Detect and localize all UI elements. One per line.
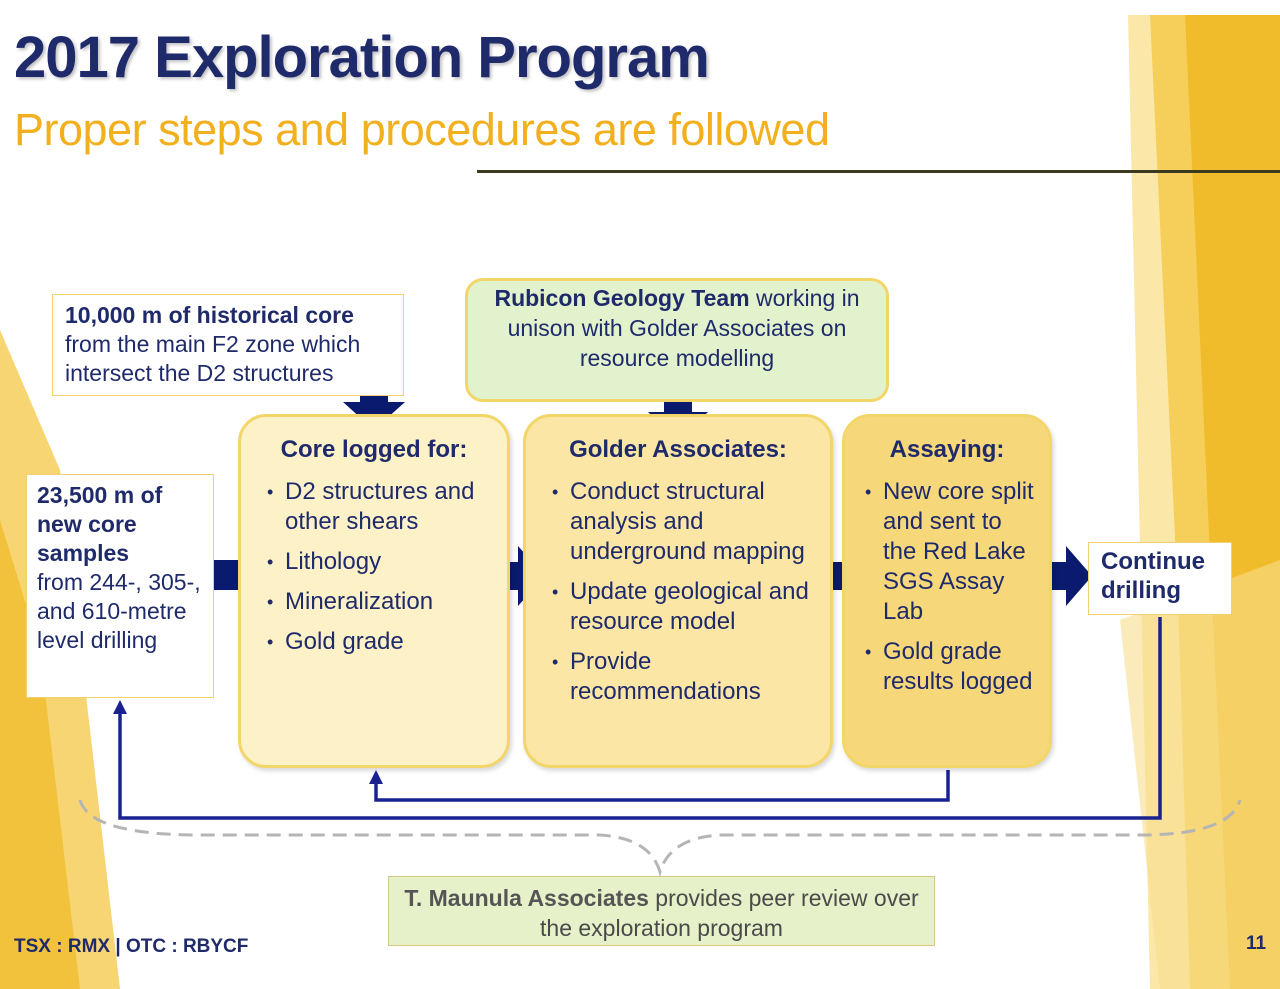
list-item: Lithology [267,547,493,577]
title-divider [477,170,1280,173]
assaying-card: Assaying: New core split and sent to the… [842,414,1052,768]
page-number: 11 [1246,933,1267,954]
new-core-note: 23,500 m of new core samples from 244-, … [26,474,214,698]
footer-rmx: RMX [67,936,111,957]
rubicon-team-box: Rubicon Geology Team working in unison w… [465,278,889,402]
historical-core-bold: 10,000 m of historical core [65,302,354,328]
footer-sep: | [110,936,126,957]
rubicon-text: working in unison with Golder Associates… [507,285,860,371]
assaying-heading: Assaying: [889,436,1005,463]
peer-review-box: T. Maunula Associates provides peer revi… [388,876,935,946]
maunula-bold: T. Maunula Associates [404,885,649,911]
maunula-text: provides peer review over the exploratio… [540,885,919,941]
assaying-list: New core split and sent to the Red Lake … [845,477,1049,697]
feedback-loop-lines [118,617,1162,820]
core-logged-heading: Core logged for: [280,436,468,463]
list-item: Update geological and resource model [552,577,816,637]
historical-core-note: 10,000 m of historical core from the mai… [52,294,404,396]
list-item: Provide recommendations [552,647,816,707]
list-item: Gold grade [267,627,493,657]
list-item: New core split and sent to the Red Lake … [865,477,1039,627]
list-item: D2 structures and other shears [267,477,493,537]
page-subtitle: Proper steps and procedures are followed [14,104,830,155]
footer-tsx: TSX : [14,936,68,957]
list-item: Mineralization [267,587,493,617]
continue-drilling-box: Continue drilling [1088,542,1232,615]
rubicon-bold: Rubicon Geology Team [494,285,750,311]
page-title: 2017 Exploration Program [14,25,710,90]
list-item: Gold grade results logged [865,637,1039,697]
golder-list: Conduct structural analysis and undergro… [526,477,830,707]
ticker-footer: TSX : RMX | OTC : RBYCF [14,936,248,958]
new-core-text: from 244-, 305-, and 610-metre level dri… [37,569,201,653]
golder-heading: Golder Associates: [569,436,787,463]
new-core-bold: 23,500 m of new core samples [37,482,163,566]
golder-associates-card: Golder Associates: Conduct structural an… [523,414,833,768]
peer-review-brace [78,799,1242,878]
core-logged-list: D2 structures and other shears Lithology… [241,477,507,657]
core-logged-card: Core logged for: D2 structures and other… [238,414,510,768]
historical-core-text: from the main F2 zone which intersect th… [65,331,361,386]
footer-otc: OTC : RBYCF [125,936,249,957]
list-item: Conduct structural analysis and undergro… [552,477,816,567]
